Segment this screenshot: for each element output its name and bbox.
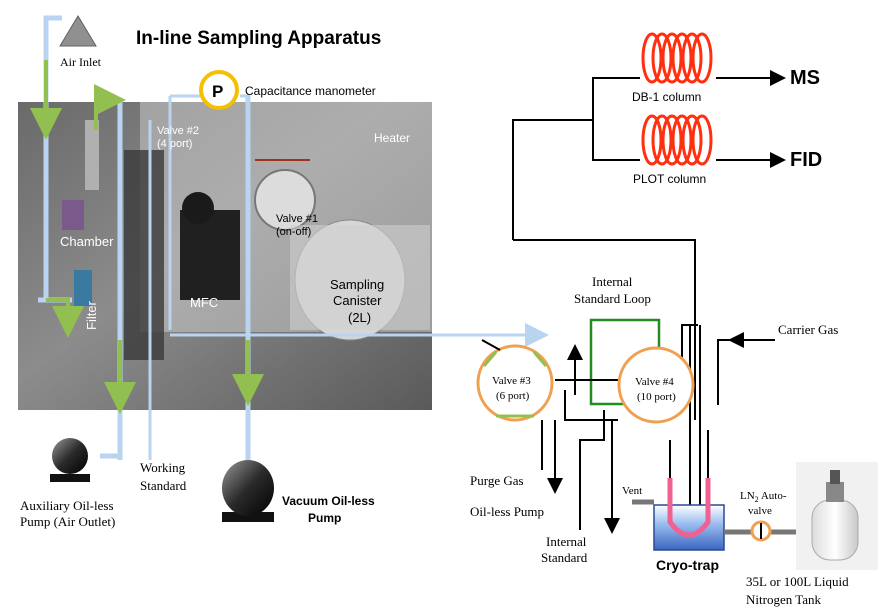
valve4-label-line2: (10 port) xyxy=(637,391,676,403)
air-inlet-icon xyxy=(59,15,97,47)
vacuum-pump-label-line2: Pump xyxy=(308,511,341,525)
filter-label: Filter xyxy=(84,300,99,330)
pressure-symbol: P xyxy=(212,82,223,101)
valve4-label-line1: Valve #4 xyxy=(635,376,674,388)
photo-flow-lines xyxy=(30,15,549,460)
internal-std-loop-label-line2: Standard Loop xyxy=(574,291,651,306)
carrier-gas-label: Carrier Gas xyxy=(778,322,838,337)
pressure-gauge-icon xyxy=(199,70,239,110)
cryo-trap-icon xyxy=(632,478,800,551)
vent-label: Vent xyxy=(622,485,642,497)
plot-column-label: PLOT column xyxy=(633,172,706,186)
cryo-trap-label: Cryo-trap xyxy=(656,557,719,573)
valve2-label-line1: Valve #2 xyxy=(157,125,199,137)
ms-label: MS xyxy=(790,67,820,89)
canister-label-line1: Sampling xyxy=(330,277,384,292)
column-lines xyxy=(512,70,786,420)
valve3-label-line2: (6 port) xyxy=(496,390,530,402)
working-standard-label-line1: Working xyxy=(140,460,186,475)
oilless-pump-label: Oil-less Pump xyxy=(470,504,544,519)
valve4-icon xyxy=(617,346,695,424)
plot-column-coil-icon xyxy=(641,114,713,166)
internal-standard-label-line1: Internal xyxy=(546,534,587,549)
mfc-label: MFC xyxy=(190,295,218,310)
ln2-auto-valve-label-line1: LN2 Auto- xyxy=(740,490,787,504)
vacuum-pump-icon xyxy=(222,460,274,522)
canister-label-line3: (2L) xyxy=(348,310,371,325)
db1-column-coil-icon xyxy=(641,32,713,84)
heater-label: Heater xyxy=(374,131,410,145)
aux-pump-label-line2: Pump (Air Outlet) xyxy=(20,514,115,529)
diagram-title: In-line Sampling Apparatus xyxy=(136,28,381,49)
valve3-icon xyxy=(476,339,554,422)
auxiliary-pump-icon xyxy=(50,438,90,482)
valve1-label-line2: (on-off) xyxy=(276,226,311,238)
aux-pump-label-line1: Auxiliary Oil-less xyxy=(20,498,114,513)
fid-label: FID xyxy=(790,149,822,171)
valve1-label-line1: Valve #1 xyxy=(276,213,318,225)
chamber-label: Chamber xyxy=(60,234,114,249)
db1-column-label: DB-1 column xyxy=(632,90,701,104)
nitrogen-tank-icon xyxy=(796,462,878,570)
capacitance-manometer-label: Capacitance manometer xyxy=(245,84,376,98)
working-standard-label-line2: Standard xyxy=(140,478,187,493)
valve3-label-line1: Valve #3 xyxy=(492,375,531,387)
vacuum-pump-label-line1: Vacuum Oil-less xyxy=(282,494,375,508)
internal-standard-label-line2: Standard xyxy=(541,550,588,565)
air-inlet-label: Air Inlet xyxy=(60,55,102,69)
ln2-auto-valve-icon xyxy=(750,520,772,542)
valve2-label-line2: (4 port) xyxy=(157,138,192,150)
canister-label-line2: Canister xyxy=(333,293,382,308)
ln2-auto-valve-label-line2: valve xyxy=(748,505,772,517)
tank-label-line1: 35L or 100L Liquid xyxy=(746,574,849,589)
purge-gas-label: Purge Gas xyxy=(470,473,524,488)
apparatus-photo xyxy=(18,102,432,410)
internal-std-loop-label-line1: Internal xyxy=(592,274,633,289)
tank-label-line2: Nitrogen Tank xyxy=(746,592,822,607)
